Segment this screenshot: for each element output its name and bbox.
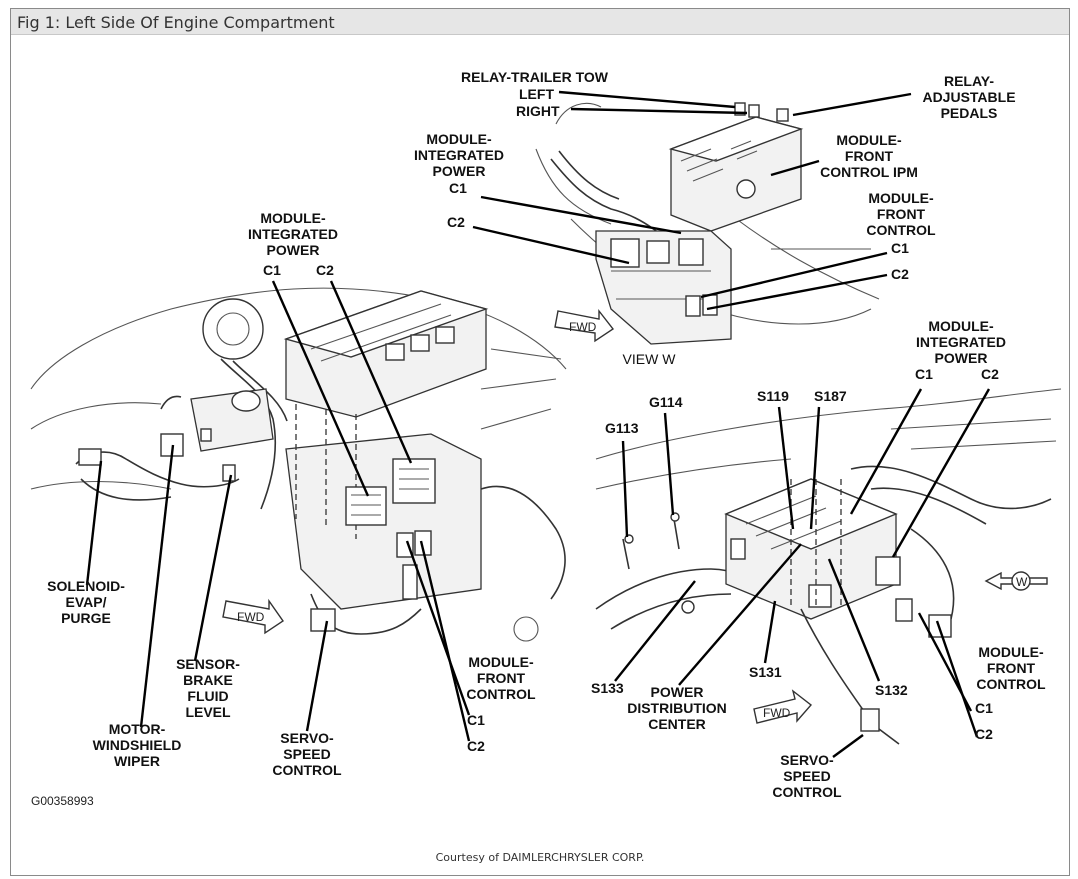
left-view-labels: MODULE- INTEGRATED POWER C1 C2 SOLENOID-… (31, 210, 536, 808)
label-rv-servo-speed-control-1: SERVO- (780, 752, 834, 768)
label-sensor-brake-fluid-level-4: LEVEL (185, 704, 231, 720)
label-lv-mfc-c2: C2 (467, 738, 485, 754)
figure-frame: Fig 1: Left Side Of Engine Compartment (10, 8, 1070, 876)
figure-code: G00358993 (31, 794, 94, 808)
label-solenoid-evap-purge-3: PURGE (61, 610, 111, 626)
label-rv-mip-c2: C2 (981, 366, 999, 382)
label-rv-mfc-c1: C1 (975, 700, 993, 716)
right-view-fwd-label: FWD (763, 706, 791, 720)
label-rv-servo-speed-control-3: CONTROL (772, 784, 842, 800)
label-solenoid-evap-purge-2: EVAP/ (66, 594, 107, 610)
label-lv-module-front-control-2: FRONT (477, 670, 526, 686)
label-rv-module-front-control-3: CONTROL (976, 676, 1046, 692)
label-lv-servo-speed-control-2: SPEED (283, 746, 330, 762)
label-vw-module-front-control-1: MODULE- (868, 190, 934, 206)
label-s133: S133 (591, 680, 624, 696)
w-marker-label: W (1016, 575, 1028, 589)
label-rv-module-front-control-2: FRONT (987, 660, 1036, 676)
label-s119: S119 (757, 388, 789, 404)
label-g113: G113 (605, 420, 639, 436)
label-vw-module-integrated-power-3: POWER (433, 163, 486, 179)
label-relay-trailer-tow: RELAY-TRAILER TOW (461, 69, 609, 85)
label-relay-trailer-tow-left: LEFT (519, 86, 554, 102)
label-g114: G114 (649, 394, 683, 410)
view-w-fwd-label: FWD (569, 320, 597, 334)
label-lv-mfc-c1: C1 (467, 712, 485, 728)
left-view-illustration: FWD (30, 287, 567, 642)
view-w-illustration: FWD (535, 102, 880, 345)
right-view-leader-lines (614, 388, 991, 758)
label-rv-module-integrated-power-2: INTEGRATED (916, 334, 1006, 350)
credit-line: Courtesy of DAIMLERCHRYSLER CORP. (436, 851, 645, 864)
label-sensor-brake-fluid-level-3: FLUID (187, 688, 228, 704)
view-w-labels: RELAY-TRAILER TOW LEFT RIGHT RELAY- ADJU… (414, 69, 1016, 367)
label-rv-mfc-c2: C2 (975, 726, 993, 742)
label-power-distribution-center-2: DISTRIBUTION (627, 700, 727, 716)
label-motor-windshield-wiper-1: MOTOR- (109, 721, 166, 737)
label-vw-module-integrated-power-2: INTEGRATED (414, 147, 504, 163)
label-lv-mip-c1: C1 (263, 262, 281, 278)
label-motor-windshield-wiper-3: WIPER (114, 753, 160, 769)
label-vw-mip-c1: C1 (449, 180, 467, 196)
left-view-fwd-label: FWD (237, 610, 265, 624)
label-sensor-brake-fluid-level-1: SENSOR- (176, 656, 240, 672)
engine-compartment-diagram: FWD RELAY-TRAILER TOW LEFT RIGHT RELAY- … (30, 69, 1062, 864)
label-solenoid-evap-purge-1: SOLENOID- (47, 578, 125, 594)
label-s131: S131 (749, 664, 782, 680)
label-lv-servo-speed-control-1: SERVO- (280, 730, 334, 746)
label-module-front-control-ipm-2: FRONT (845, 148, 894, 164)
label-module-front-control-ipm-3: CONTROL IPM (820, 164, 918, 180)
label-vw-module-front-control-2: FRONT (877, 206, 926, 222)
view-w-leader-lines (472, 90, 912, 311)
view-w-caption: VIEW W (623, 351, 677, 367)
label-s187: S187 (814, 388, 847, 404)
label-lv-module-integrated-power-1: MODULE- (260, 210, 326, 226)
label-vw-mfc-c1: C1 (891, 240, 909, 256)
figure-title: Fig 1: Left Side Of Engine Compartment (17, 13, 335, 32)
label-rv-servo-speed-control-2: SPEED (783, 768, 830, 784)
label-relay-adjustable-pedals-3: PEDALS (941, 105, 998, 121)
label-rv-module-front-control-1: MODULE- (978, 644, 1044, 660)
label-lv-mip-c2: C2 (316, 262, 334, 278)
label-relay-trailer-tow-right: RIGHT (516, 103, 560, 119)
label-vw-mfc-c2: C2 (891, 266, 909, 282)
label-lv-module-integrated-power-3: POWER (267, 242, 320, 258)
label-sensor-brake-fluid-level-2: BRAKE (183, 672, 233, 688)
label-lv-module-integrated-power-2: INTEGRATED (248, 226, 338, 242)
label-power-distribution-center-3: CENTER (648, 716, 706, 732)
figure-title-bar: Fig 1: Left Side Of Engine Compartment (11, 9, 1069, 35)
label-power-distribution-center-1: POWER (651, 684, 704, 700)
label-lv-servo-speed-control-3: CONTROL (272, 762, 342, 778)
label-vw-mip-c2: C2 (447, 214, 465, 230)
right-view-illustration: W FWD (595, 388, 1062, 745)
label-module-front-control-ipm-1: MODULE- (836, 132, 902, 148)
label-rv-module-integrated-power-3: POWER (935, 350, 988, 366)
label-relay-adjustable-pedals-1: RELAY- (944, 73, 994, 89)
label-lv-module-front-control-1: MODULE- (468, 654, 534, 670)
label-vw-module-front-control-3: CONTROL (866, 222, 936, 238)
label-vw-module-integrated-power-1: MODULE- (426, 131, 492, 147)
label-lv-module-front-control-3: CONTROL (466, 686, 536, 702)
label-rv-module-integrated-power-1: MODULE- (928, 318, 994, 334)
right-view-labels: G113 G114 S119 S187 MODULE- INTEGRATED P… (591, 318, 1046, 800)
label-relay-adjustable-pedals-2: ADJUSTABLE (922, 89, 1015, 105)
left-view-leader-lines (85, 280, 471, 742)
label-motor-windshield-wiper-2: WINDSHIELD (93, 737, 182, 753)
label-s132: S132 (875, 682, 908, 698)
label-rv-mip-c1: C1 (915, 366, 933, 382)
